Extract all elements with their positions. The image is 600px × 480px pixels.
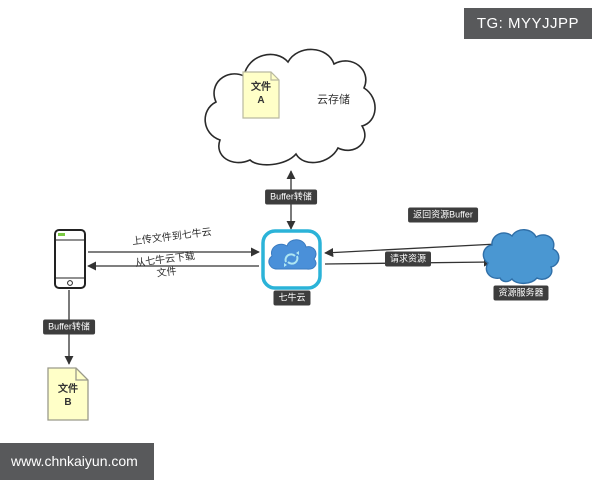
resource-server-label: 资源服务器 (493, 285, 549, 301)
site-watermark: www.chnkaiyun.com (0, 443, 154, 480)
file-b-label: 文件B (58, 384, 78, 408)
resource-server-cloud-shape (482, 229, 560, 285)
tg-watermark: TG: MYYJJPP (463, 8, 592, 39)
file-a-note (242, 71, 280, 119)
edge-return-resource (324, 243, 498, 258)
buffer-service-label: 七牛云 (273, 290, 311, 306)
edge-label-return-resource: 返回资源Buffer (408, 207, 478, 223)
edge-label-buffer-dump-top: Buffer转储 (265, 189, 317, 205)
phone-shape (54, 229, 86, 289)
phone-status-indicator (58, 233, 65, 236)
file-a-label: 文件A (251, 82, 271, 106)
edge-label-request-resource: 请求资源 (384, 251, 432, 267)
edge-label-buffer-dump-left: Buffer转储 (43, 319, 95, 335)
cloud-storage-shape (204, 48, 376, 166)
cloud-storage-label: 云存储 (317, 94, 350, 106)
file-b-doc (47, 367, 89, 421)
buffer-service-icon (261, 229, 322, 290)
